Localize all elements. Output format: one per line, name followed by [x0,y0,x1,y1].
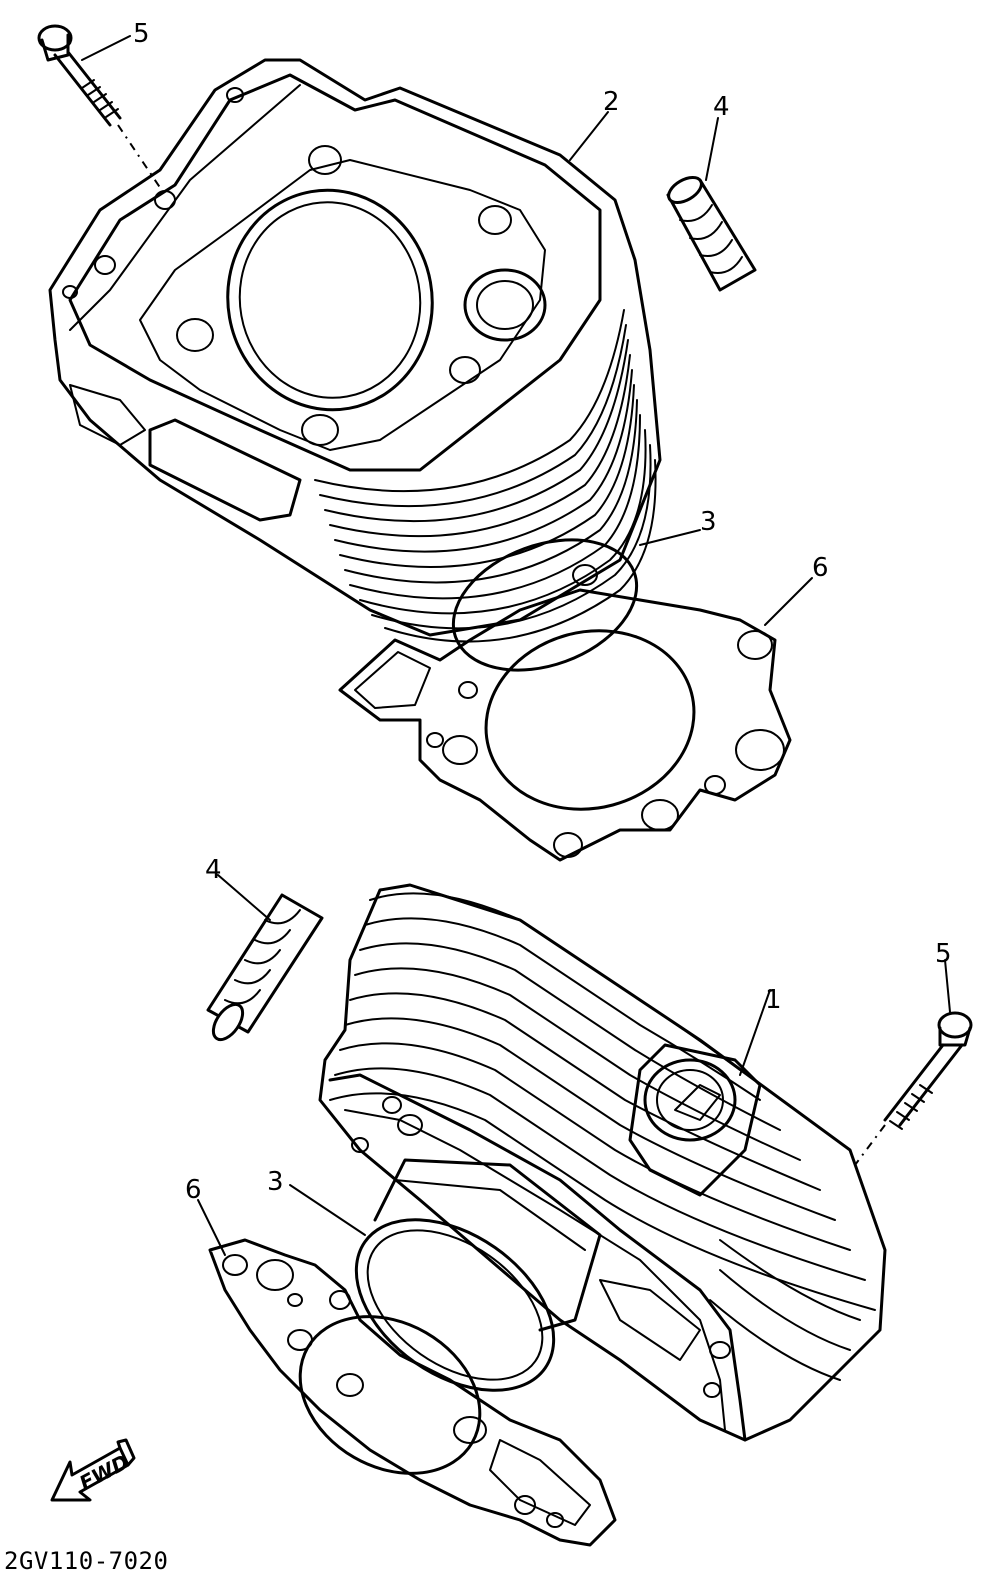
lower-dowel [206,893,324,1042]
callout-3-lower: 3 [267,1167,284,1197]
upper-gasket [338,564,792,862]
lower-bolt [854,1011,973,1166]
rear-cylinder [48,58,662,643]
callout-5-upper: 5 [133,19,150,49]
fwd-arrow-icon: FWD [50,1438,136,1502]
upper-dowel [666,176,757,292]
leader-lines [81,35,951,1256]
lower-gasket [208,1238,617,1547]
upper-o-ring [451,538,639,672]
callout-3-upper: 3 [700,507,717,537]
callout-2: 2 [603,87,620,117]
callout-6-lower: 6 [185,1175,202,1205]
callout-6-upper: 6 [812,553,829,583]
front-cylinder [318,883,887,1442]
upper-bolt [37,24,166,196]
callout-4-upper: 4 [713,92,730,122]
callout-4-lower: 4 [205,855,222,885]
diagram-code: 2GV110-7020 [4,1547,169,1575]
callout-5-lower: 5 [935,939,952,969]
callout-1: 1 [765,985,782,1015]
lower-o-ring [354,1218,556,1392]
